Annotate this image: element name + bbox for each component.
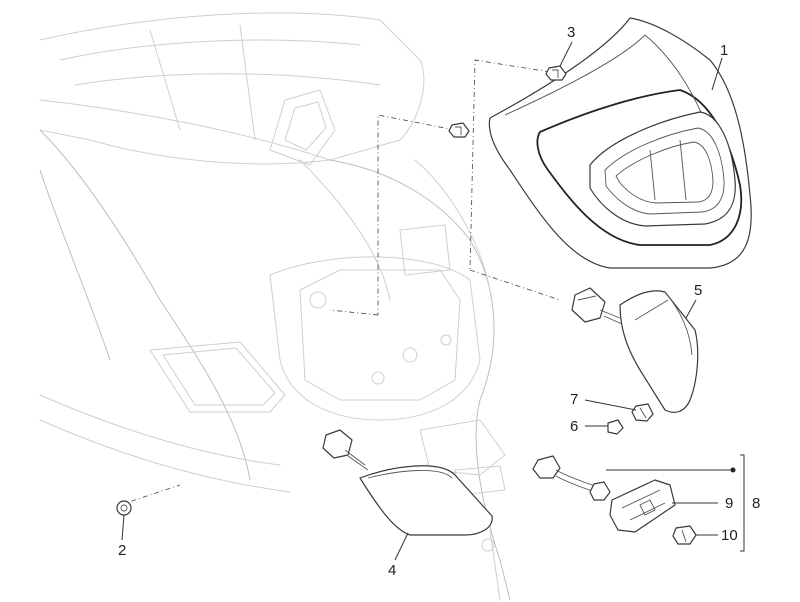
part-7-bulb-holder — [631, 403, 654, 422]
leader-lines — [121, 41, 745, 561]
callout-numbers: 3 1 5 7 6 2 4 9 8 10 — [118, 24, 760, 579]
part-5-tail-light-unit — [571, 287, 699, 413]
callout-6: 6 — [570, 418, 578, 435]
assembly-guide-lines — [119, 59, 561, 506]
callout-8: 8 — [752, 495, 760, 512]
callout-1: 1 — [720, 42, 728, 59]
part-3-clips — [448, 65, 567, 138]
part-10-bulb — [672, 525, 697, 545]
callout-10: 10 — [721, 527, 738, 544]
part-1-rear-light-lens — [488, 17, 752, 269]
bullet-dot — [730, 467, 736, 473]
part-9-licence-plate-light — [532, 455, 676, 533]
part-4-reflector-panel — [322, 429, 493, 536]
part-6-bulb — [607, 419, 624, 435]
callout-2: 2 — [118, 542, 126, 559]
scooter-body-ghost — [39, 12, 511, 601]
part-2-nut — [116, 500, 132, 516]
callout-9: 9 — [725, 495, 733, 512]
callout-7: 7 — [570, 391, 578, 408]
callout-4: 4 — [388, 562, 396, 579]
callout-3: 3 — [567, 24, 575, 41]
callout-5: 5 — [694, 282, 702, 299]
